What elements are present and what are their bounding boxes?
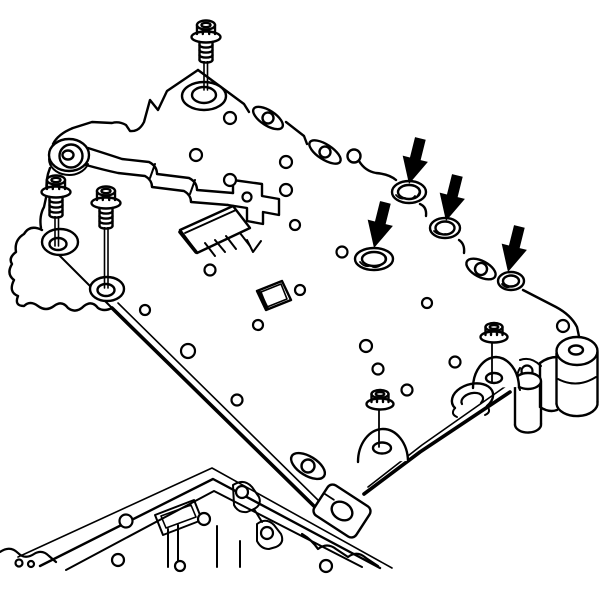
plate-holes [138,110,571,407]
callout-arrow-1 [396,135,433,188]
stud-nut-1 [365,388,395,448]
left-bolt-bore-2 [88,275,126,303]
valve-body-plate [8,68,582,512]
transmission-case [0,467,393,574]
stud-boss-2 [471,355,521,390]
bottom-tab-pad [289,451,327,481]
plate-break-edge [8,226,114,312]
rect-slot [255,279,293,312]
case-bolt-holes [14,484,334,574]
lever-arm [86,146,235,195]
accumulator-cylinders [513,335,599,434]
plate-edge-top-left [51,68,200,146]
check-ball-boss-3 [353,246,395,272]
connector-hatch [204,232,251,257]
stud-nut-2 [479,321,509,384]
left-bolt-bore-1 [40,227,80,257]
callout-arrow-2 [433,172,470,225]
edge-pads [251,105,497,481]
left-bolt-2 [90,185,122,289]
top-bolt [190,19,222,91]
connector-strip [178,204,252,257]
check-ball-boss-1 [390,179,428,205]
edge-bump-hole [346,148,362,164]
lever-pivot-hole [61,149,75,161]
detent-lever [47,137,281,253]
plate-edge-bottom-right [362,390,512,496]
callout-arrow-4 [495,223,532,276]
lever-end-bracket [226,178,281,226]
check-ball-boss-4 [496,270,526,292]
callout-arrow-3 [361,199,398,252]
plate-edge-top-right [196,68,251,114]
c-clip [450,382,495,418]
plate-edge-bottom-left [110,306,320,512]
left-bolt-1 [40,174,72,247]
check-ball-boss-2 [428,216,462,240]
stud-boss-1 [356,427,410,464]
corner-boss [312,483,372,539]
